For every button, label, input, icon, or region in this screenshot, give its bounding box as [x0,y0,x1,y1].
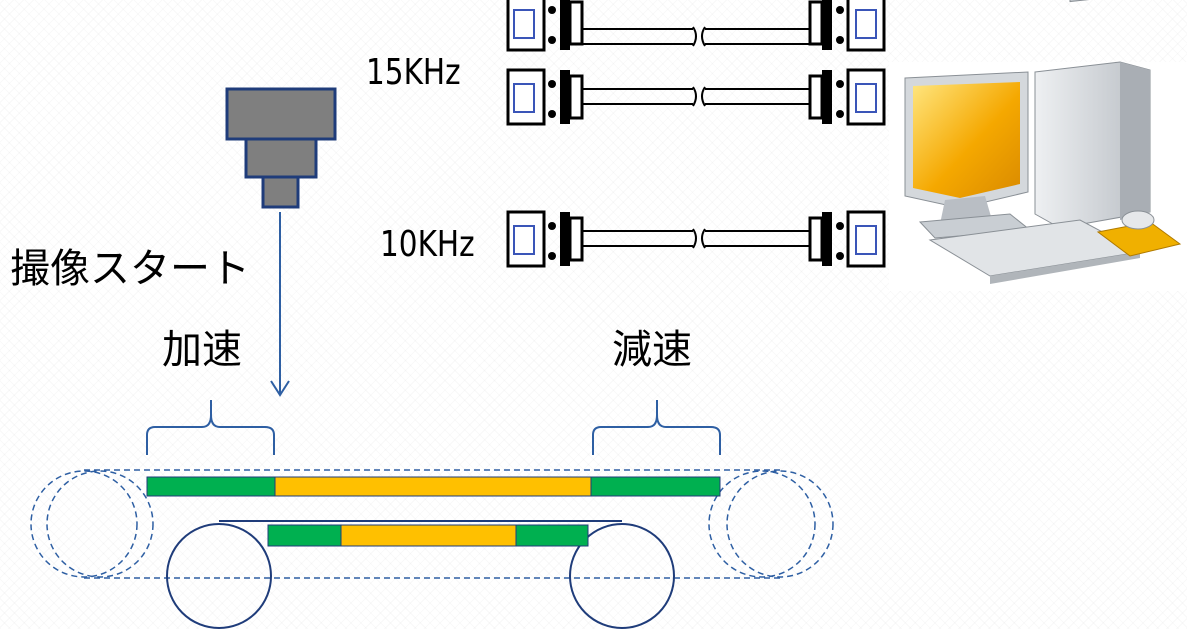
frequency-label-10khz: 10KHz [380,224,475,265]
belt-top-green-right [590,476,721,497]
belt-top [146,476,721,497]
belt-top-yellow [274,476,592,497]
serial-cable-icon [506,68,886,126]
line-scan-camera-icon [225,87,337,209]
acceleration-label: 加速 [162,327,242,373]
desktop-computer-icon [889,0,1187,291]
conveyor-solid [166,520,675,629]
belt-bottom-green-left [267,524,342,547]
capture-start-arrow [270,212,290,397]
capture-start-label: 撮像スタート [10,246,250,292]
serial-cable-icon [506,0,886,52]
belt-bottom-green-right [515,524,589,547]
belt-bottom [267,524,589,547]
deceleration-brace [592,400,721,455]
belt-bottom-yellow [340,524,517,547]
deceleration-label: 減速 [612,327,692,373]
serial-cable-icon [506,210,886,268]
frequency-label-15khz: 15KHz [366,52,461,93]
conveyor-dashed [30,469,834,579]
acceleration-brace [146,400,275,455]
belt-top-green-left [146,476,276,497]
